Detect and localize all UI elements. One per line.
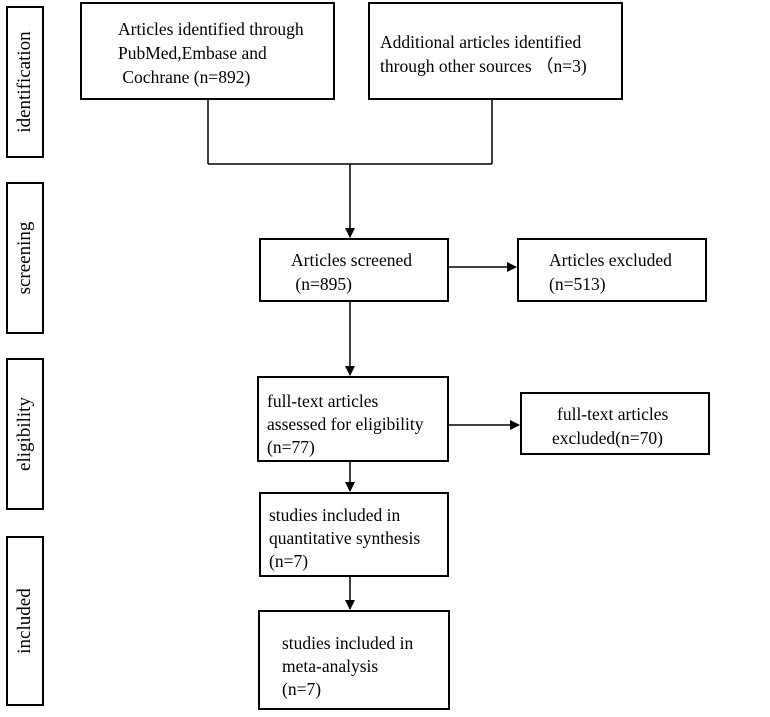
stage-screening: screening <box>6 182 44 334</box>
box-fulltext-line-2: assessed for eligibility <box>267 414 424 434</box>
box-fulltext-excluded-line-1: full-text articles <box>557 404 669 424</box>
stage-identification-label: identification <box>14 31 35 133</box>
box-meta-line-3: (n=7) <box>282 679 322 699</box>
box-additional-records: Additional articles identified through o… <box>368 2 623 100</box>
box-excluded-line-1: Articles excluded <box>549 250 672 270</box>
box-fulltext-assessed: full-text articles assessed for eligibil… <box>257 376 449 462</box>
box-screened-line-2: (n=895) <box>291 274 352 294</box>
stage-identification: identification <box>6 6 44 158</box>
box-quantitative-line-1: studies included in <box>269 505 401 525</box>
box-identified-records: Articles identified through PubMed,Embas… <box>80 2 335 100</box>
box-additional-line-2: through other sources （n=3) <box>380 56 587 76</box>
box-screened: Articles screened (n=895) <box>259 238 449 302</box>
box-identified-line-3: Cochrane (n=892) <box>118 67 251 87</box>
stage-included: included <box>6 536 44 706</box>
box-identified-line-1: Articles identified through <box>118 19 304 39</box>
stage-included-label: included <box>14 588 35 654</box>
box-meta-line-1: studies included in <box>282 633 414 653</box>
box-fulltext-line-3: (n=77) <box>267 437 315 457</box>
box-meta-analysis: studies included in meta-analysis (n=7) <box>258 610 450 710</box>
box-identified-line-2: PubMed,Embase and <box>118 43 267 63</box>
box-excluded-line-2: (n=513) <box>549 274 606 294</box>
box-meta-line-2: meta-analysis <box>282 656 379 676</box>
box-quantitative-synthesis: studies included in quantitative synthes… <box>259 492 449 577</box>
box-screened-line-1: Articles screened <box>291 250 412 270</box>
box-fulltext-excluded-line-2: excluded(n=70) <box>552 428 663 448</box>
stage-eligibility: eligibility <box>6 358 44 510</box>
box-fulltext-excluded: full-text articles excluded(n=70) <box>520 392 710 455</box>
box-fulltext-line-1: full-text articles <box>267 391 379 411</box>
box-quantitative-line-2: quantitative synthesis <box>269 528 421 548</box>
box-quantitative-line-3: (n=7) <box>269 551 309 571</box>
box-additional-line-1: Additional articles identified <box>380 32 582 52</box>
box-excluded: Articles excluded (n=513) <box>517 238 707 302</box>
stage-eligibility-label: eligibility <box>14 397 35 471</box>
stage-screening-label: screening <box>14 221 35 295</box>
